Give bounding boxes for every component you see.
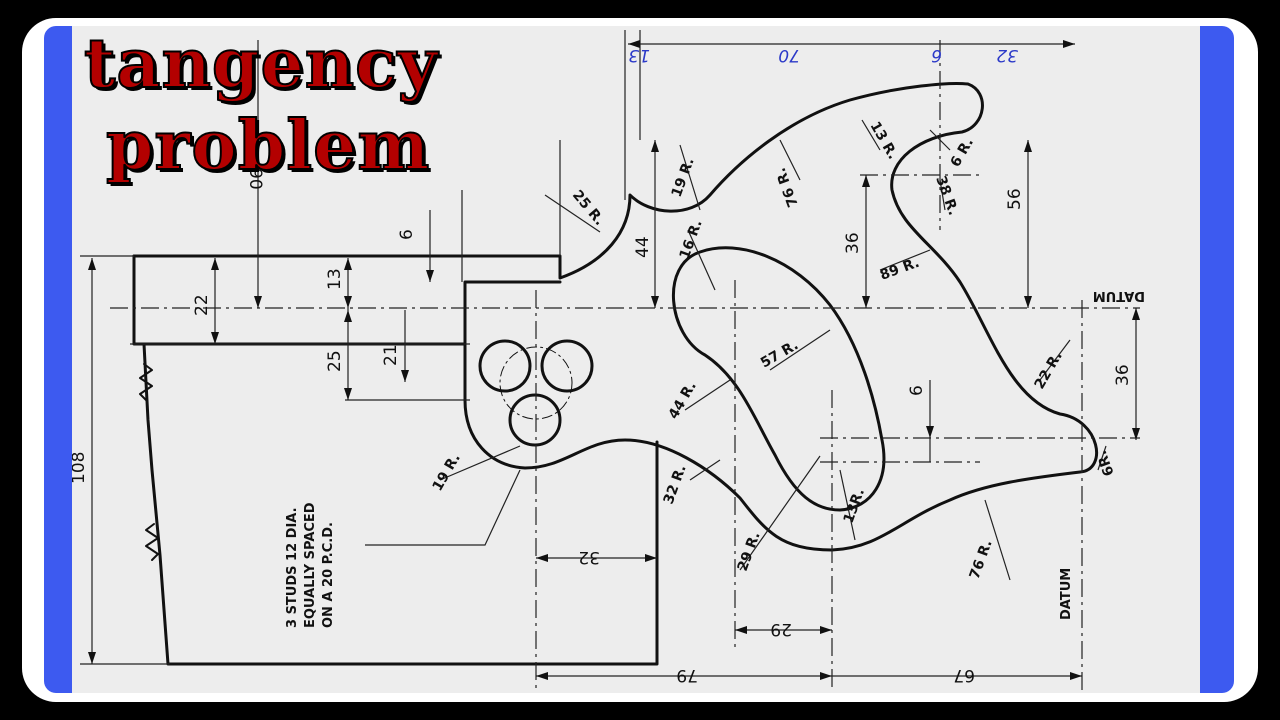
dim-25: 25 (325, 350, 345, 372)
engineering-drawing: 90 6 13 22 25 21 44 36 56 36 6 108 32 29… (72, 30, 1145, 690)
stud-circle-2 (540, 339, 594, 393)
dim-67: 67 (953, 665, 975, 685)
radius-22: 22 R. (1032, 349, 1066, 392)
radius-76a: 76 R. (773, 165, 802, 209)
note-studs-line3: ON A 20 P.C.D. (321, 522, 336, 628)
dim-108: 108 (72, 452, 89, 484)
dim-13: 13 (325, 268, 345, 290)
break-line-top (139, 363, 153, 401)
right-accent-bar (1200, 26, 1234, 693)
dim-32-bottom: 32 (578, 547, 600, 567)
dim-22: 22 (192, 294, 212, 316)
dim-top-6: 6 (931, 45, 942, 65)
radius-38: 38 R. (932, 174, 961, 218)
kidney-slot (671, 246, 886, 512)
stud-circle-3 (508, 393, 562, 447)
radius-6b: 6R. (1094, 448, 1118, 478)
dim-79: 79 (676, 665, 698, 685)
radius-44: 44 R. (666, 379, 700, 422)
dim-top-13: 13 (628, 45, 650, 65)
radius-19a: 19 R. (669, 156, 698, 200)
stud-circle-1 (478, 339, 532, 393)
dim-top-32: 32 (996, 45, 1018, 65)
dim-21: 21 (381, 344, 401, 366)
leader-lines (365, 119, 1107, 581)
datum-label-horizontal: DATUM (1093, 288, 1145, 303)
dim-top-70: 70 (778, 45, 800, 65)
dim-29: 29 (770, 619, 792, 639)
dim-90: 90 (245, 168, 265, 190)
drawing-paper: 90 6 13 22 25 21 44 36 56 36 6 108 32 29… (72, 26, 1200, 693)
title-line-1: tangency (83, 24, 439, 104)
radius-76b: 76 R. (967, 538, 996, 582)
base-rect (132, 254, 659, 666)
radius-29: 29 R. (735, 530, 764, 574)
note-studs-line1: 3 STUDS 12 DIA. (285, 507, 300, 628)
radius-89: 89 R. (878, 255, 922, 284)
extension-lines (80, 30, 641, 665)
datum-label-vertical: DATUM (1059, 568, 1074, 620)
note-studs-line2: EQUALLY SPACED (303, 502, 318, 628)
dim-6: 6 (397, 229, 417, 240)
dim-6b: 6 (907, 385, 927, 396)
dim-36b: 36 (1113, 364, 1133, 386)
break-line-bottom (145, 523, 159, 561)
radius-6a: 6 R. (948, 135, 977, 170)
dim-36a: 36 (843, 232, 863, 254)
dim-56: 56 (1005, 188, 1025, 210)
title-line-2: problem (105, 106, 431, 186)
dim-44: 44 (633, 236, 653, 258)
radius-16: 16 R. (677, 218, 706, 262)
part-outline (132, 82, 1098, 552)
radius-25: 25 R. (569, 187, 607, 228)
radius-32: 32 R. (661, 463, 690, 507)
radius-13a: 13 R. (867, 119, 901, 162)
radius-57: 57 R. (758, 337, 801, 371)
left-accent-bar (44, 26, 72, 693)
